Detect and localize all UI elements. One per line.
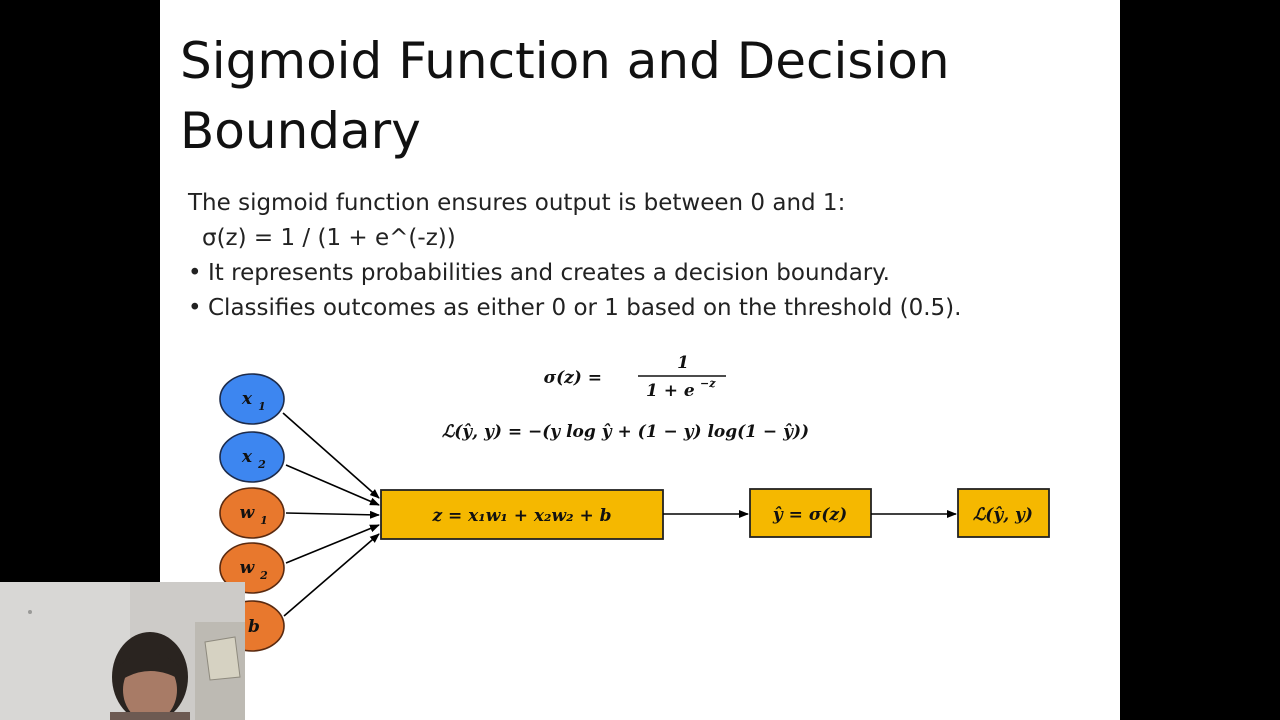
node-w2: w 2	[219, 542, 285, 594]
node-label: x	[241, 447, 253, 467]
title-line-2: Boundary	[180, 102, 421, 160]
loss-equation: ℒ(ŷ, y) = −(y log ŷ + (1 − y) log(1 − ŷ)…	[442, 422, 809, 442]
linear-box: z = x₁w₁ + x₂w₂ + b	[380, 489, 664, 540]
node-label: w	[240, 503, 256, 523]
node-subscript: 1	[260, 514, 268, 527]
slide-body: The sigmoid function ensures output is b…	[188, 186, 1088, 326]
arrow-x2	[285, 464, 380, 506]
bullet-item: •It represents probabilities and creates…	[188, 256, 1088, 291]
bullet-text: Classifies outcomes as either 0 or 1 bas…	[208, 295, 962, 321]
node-w1: w 1	[219, 487, 285, 539]
bullet-text: It represents probabilities and creates …	[208, 260, 890, 286]
presenter-webcam	[0, 582, 245, 720]
loss-box-label: ℒ(ŷ, y)	[973, 505, 1033, 525]
node-circle	[219, 542, 285, 594]
sigmoid-equation: σ(z) = 1 1 + e −z	[544, 353, 726, 401]
node-circle	[219, 487, 285, 539]
loss-box: ℒ(ŷ, y)	[957, 488, 1050, 538]
node-label: b	[248, 617, 260, 637]
node-label: w	[240, 558, 256, 578]
bullet-marker: •	[188, 295, 202, 321]
intro-text: The sigmoid function ensures output is b…	[188, 190, 846, 216]
title-line-1: Sigmoid Function and Decision	[180, 32, 950, 90]
linear-box-label: z = x₁w₁ + x₂w₂ + b	[431, 506, 611, 526]
sigmoid-box-label: ŷ = σ(z)	[772, 505, 847, 525]
node-subscript: 2	[259, 569, 268, 582]
node-x1: x 1	[219, 373, 285, 425]
sigmoid-lhs: σ(z) =	[544, 368, 602, 388]
arrow-w2	[285, 524, 380, 564]
node-label: x	[241, 389, 253, 409]
logistic-regression-diagram: σ(z) = 1 1 + e −z ℒ(ŷ, y) = −(y log ŷ + …	[160, 340, 1120, 720]
bullet-marker: •	[188, 260, 202, 286]
sigmoid-formula-text: σ(z) = 1 / (1 + e^(-z))	[202, 225, 456, 251]
sigmoid-numerator: 1	[677, 353, 689, 373]
slide-title: Sigmoid Function and Decision Boundary	[180, 26, 1080, 166]
node-subscript: 1	[258, 400, 266, 413]
sigmoid-denominator: 1 + e	[646, 381, 695, 401]
node-x2: x 2	[219, 431, 285, 483]
arrow-b	[283, 533, 380, 617]
sigmoid-exponent: −z	[700, 377, 716, 390]
input-arrows	[282, 412, 380, 617]
box-rect	[749, 488, 872, 538]
node-subscript: 2	[257, 458, 266, 471]
bullet-item: •Classifies outcomes as either 0 or 1 ba…	[188, 291, 1088, 326]
arrow-x1	[282, 412, 380, 499]
node-circle	[219, 373, 285, 425]
sigmoid-box: ŷ = σ(z)	[749, 488, 872, 538]
slide: Sigmoid Function and Decision Boundary T…	[160, 0, 1120, 720]
box-rect	[957, 488, 1050, 538]
node-circle	[219, 431, 285, 483]
arrow-w1	[285, 510, 380, 519]
